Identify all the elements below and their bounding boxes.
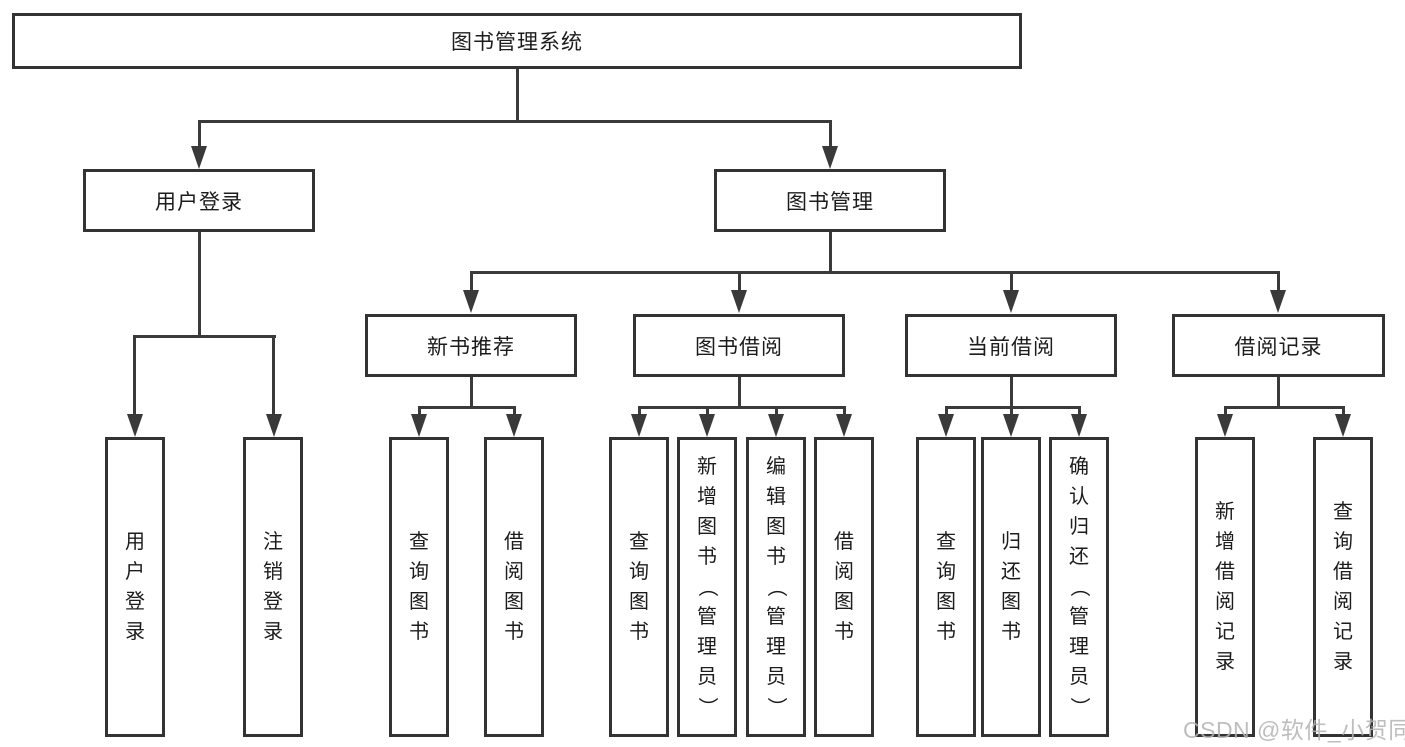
connector-line [638,406,641,417]
arrow-down-icon [266,414,282,437]
node-borrow-records: 借阅记录 [1172,314,1385,377]
connector-line [470,377,473,408]
connector-line [829,120,832,148]
connector-line [418,406,421,417]
arrow-down-icon [1335,414,1351,437]
connector-line [775,406,778,417]
connector-line [738,377,741,408]
leaf-borrow-query-books: 查询图书 [609,437,669,737]
leaf-borrow-add-books-admin: 新增图书（管理员） [677,437,737,737]
leaf-logout: 注销登录 [243,437,303,737]
connector-line [470,271,473,292]
connector-line [470,271,1280,274]
arrow-down-icon [631,414,647,437]
connector-line [516,69,519,121]
arrow-down-icon [127,414,143,437]
leaf-records-add-record: 新增借阅记录 [1195,437,1255,737]
node-new-book-recommend: 新书推荐 [365,314,577,377]
node-root-label: 图书管理系统 [451,31,583,54]
node-new-book-recommend-label: 新书推荐 [427,335,515,359]
connector-line [1277,271,1280,292]
connector-line [945,406,1081,409]
arrow-down-icon [1270,290,1286,313]
node-book-borrow: 图书借阅 [633,314,845,377]
connector-line [1342,406,1345,417]
node-user-login-label: 用户登录 [155,190,243,214]
arrow-down-icon [822,146,838,169]
arrow-down-icon [191,146,207,169]
connector-line [843,406,846,417]
connector-line [1224,406,1345,409]
arrow-down-icon [463,290,479,313]
leaf-borrow-borrow-books: 借阅图书 [814,437,874,737]
connector-line [1277,377,1280,408]
connector-line [829,232,832,274]
arrow-down-icon [731,290,747,313]
node-current-borrow-label: 当前借阅 [967,335,1055,359]
arrow-down-icon [836,414,852,437]
arrow-down-icon [938,414,954,437]
node-book-management-label: 图书管理 [786,190,874,214]
connector-line [418,406,516,409]
leaf-newbook-query-books: 查询图书 [389,437,449,737]
node-current-borrow: 当前借阅 [905,314,1117,377]
connector-line [272,335,275,417]
node-root: 图书管理系统 [12,13,1022,69]
connector-line [738,271,741,292]
connector-line [133,335,136,417]
leaf-user-login: 用户登录 [105,437,165,737]
node-book-management: 图书管理 [714,169,946,232]
connector-line [198,120,201,148]
connector-line [638,406,846,409]
leaf-records-query-record: 查询借阅记录 [1313,437,1373,737]
connector-line [199,120,831,123]
arrow-down-icon [1217,414,1233,437]
arrow-down-icon [411,414,427,437]
arrow-down-icon [506,414,522,437]
connector-line [198,232,201,337]
arrow-down-icon [1071,414,1087,437]
node-user-login: 用户登录 [83,169,315,232]
connector-line [1010,271,1013,292]
node-borrow-records-label: 借阅记录 [1234,335,1323,359]
arrow-down-icon [699,414,715,437]
arrow-down-icon [768,414,784,437]
connector-line [1010,406,1013,417]
connector-line [945,406,948,417]
leaf-newbook-borrow-books: 借阅图书 [484,437,544,737]
connector-line [513,406,516,417]
arrow-down-icon [1003,290,1019,313]
connector-line [1224,406,1227,417]
connector-line [706,406,709,417]
connector-line [1078,406,1081,417]
watermark: CSDN @软件_小贺同学 [1183,717,1405,743]
arrow-down-icon [1003,414,1019,437]
connector-line [134,335,276,338]
connector-line [1010,377,1013,408]
leaf-current-return-books: 归还图书 [981,437,1041,737]
leaf-current-query-books: 查询图书 [916,437,976,737]
leaf-current-confirm-return-admin: 确认归还（管理员） [1049,437,1109,737]
node-book-borrow-label: 图书借阅 [695,335,783,359]
leaf-borrow-edit-books-admin: 编辑图书（管理员） [746,437,806,737]
